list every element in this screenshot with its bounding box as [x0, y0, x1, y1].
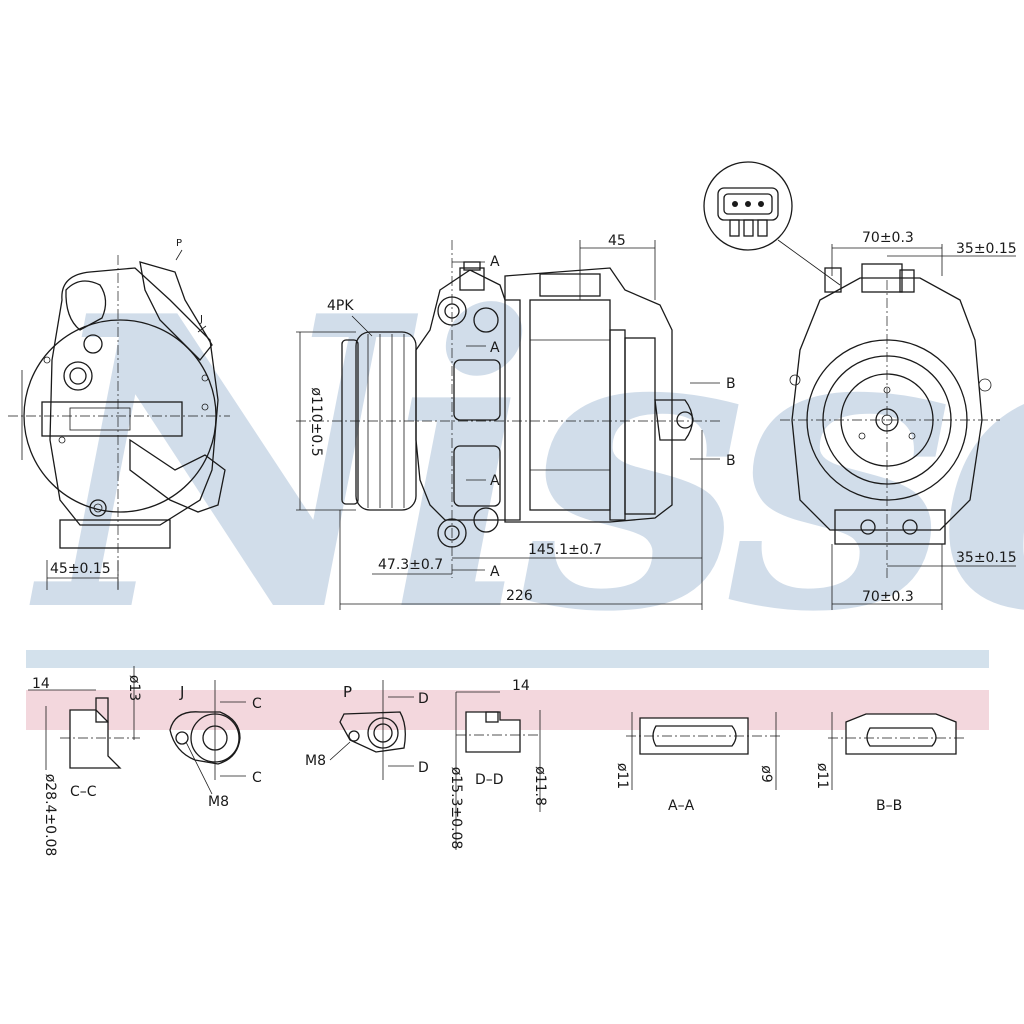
dd-dim-153: ø15.3±0.08 [448, 767, 464, 850]
aa-dim-9: ø9 [758, 765, 774, 782]
left-connector [139, 261, 213, 361]
dim-45-top: 45 [608, 233, 626, 249]
left-port [129, 438, 226, 513]
section-b-top: B [726, 376, 736, 392]
left-label-p: P [176, 238, 182, 249]
bb-title: B–B [876, 798, 902, 814]
cc-title: C–C [70, 784, 97, 800]
j-label-c-bottom: C [252, 770, 262, 786]
dim-110: ø110±0.5 [308, 387, 324, 456]
detail-j: J C C M8 [169, 680, 262, 810]
connector-detail [703, 161, 841, 286]
dim-226: 226 [506, 588, 533, 604]
detail-aa: ø11 ø9 A–A [614, 712, 780, 814]
detail-cc: 14 ø13 ø28.4±0.08 C–C [28, 666, 142, 856]
watermark-logo: Nissens [28, 230, 1024, 700]
right-rear-view: 70±0.3 35±0.15 35±0.15 70±0.3 [780, 230, 1017, 610]
rear-dim-70-bottom: 70±0.3 [862, 589, 914, 605]
section-a-bottom: A [490, 564, 500, 580]
detail-bb: ø11 B–B [814, 712, 966, 814]
aa-dim-11: ø11 [614, 763, 630, 789]
dim-4pk: 4PK [327, 298, 354, 314]
left-label-j: J [199, 314, 203, 325]
p-label-d-bottom: D [418, 760, 429, 776]
bb-dim-11: ø11 [814, 763, 830, 789]
detail-dd: 14 ø15.3±0.08 ø11.8 D–D [448, 678, 548, 850]
left-bracket [41, 401, 183, 437]
dd-dim-14: 14 [512, 678, 530, 694]
section-a-mid1: A [490, 340, 500, 356]
dim-47: 47.3±0.7 [378, 557, 443, 573]
center-front-view: A A A A B B 4PK ø110±0.5 45 47.3±0.7 145… [296, 233, 736, 610]
rear-outer-ring [806, 339, 968, 501]
rear-housing [791, 277, 983, 531]
left-dim-45: 45±0.15 [50, 561, 111, 577]
aa-title: A–A [668, 798, 695, 814]
left-side-view: P J 45±0.15 [8, 238, 230, 590]
detail-p: P D D M8 [305, 680, 429, 780]
cc-dim-14: 14 [32, 676, 50, 692]
rear-dim-70-top: 70±0.3 [862, 230, 914, 246]
main-cylinder [504, 267, 673, 523]
j-title: J [179, 683, 184, 701]
p-title: P [343, 683, 352, 701]
front-housing [415, 269, 521, 521]
p-thread: M8 [305, 753, 326, 769]
section-a-top: A [490, 254, 500, 270]
rear-dim-35-top: 35±0.15 [956, 241, 1017, 257]
pulley-face [341, 339, 359, 505]
dim-145: 145.1±0.7 [528, 542, 602, 558]
p-label-d-top: D [418, 691, 429, 707]
dd-dim-118: ø11.8 [532, 766, 548, 806]
section-b-bottom: B [726, 453, 736, 469]
blue-band [26, 650, 989, 668]
j-label-c-top: C [252, 696, 262, 712]
connector-detail-circle [703, 161, 793, 251]
cc-dim-13: ø13 [126, 675, 142, 701]
dd-title: D–D [475, 772, 504, 788]
section-a-mid2: A [490, 473, 500, 489]
j-thread: M8 [208, 794, 229, 810]
rear-dim-35-bottom: 35±0.15 [956, 550, 1017, 566]
cc-dim-28: ø28.4±0.08 [42, 774, 58, 857]
